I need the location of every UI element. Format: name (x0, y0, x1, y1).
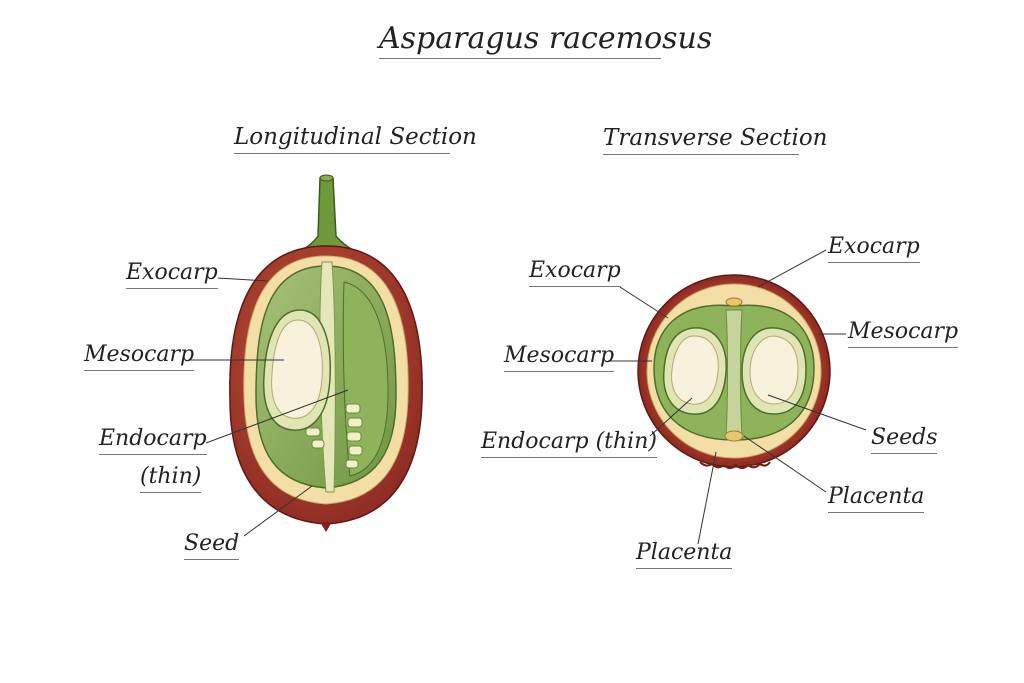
label-mesocarp-long: Mesocarp (84, 344, 195, 371)
label-exocarp-trans-left: Exocarp (529, 260, 621, 287)
label-mesocarp-trans-left: Mesocarp (504, 345, 615, 372)
seed-long (271, 319, 323, 419)
label-endocarp-thin-long: (thin) (140, 466, 202, 493)
label-endocarp-long: Endocarp (99, 428, 207, 455)
longitudinal-fruit (229, 174, 423, 532)
seed-trans-right (749, 335, 799, 405)
label-seeds-trans: Seeds (871, 427, 938, 454)
label-placenta-trans-bottom: Placenta (636, 542, 733, 569)
stalk (291, 177, 363, 255)
diagram-title: Asparagus racemosus (379, 24, 712, 59)
label-placenta-trans-right: Placenta (828, 486, 925, 513)
longitudinal-heading: Longitudinal Section (234, 126, 477, 154)
transverse-heading: Transverse Section (603, 127, 828, 155)
seed-trans-left (671, 335, 719, 405)
label-mesocarp-trans-right: Mesocarp (848, 321, 959, 348)
leader-lines (190, 249, 867, 545)
label-seed-long: Seed (184, 533, 240, 560)
label-exocarp-long: Exocarp (126, 262, 218, 289)
transverse-fruit (637, 274, 831, 469)
label-exocarp-trans-right: Exocarp (828, 236, 920, 263)
label-endocarp-trans: Endocarp (thin) (481, 431, 657, 458)
